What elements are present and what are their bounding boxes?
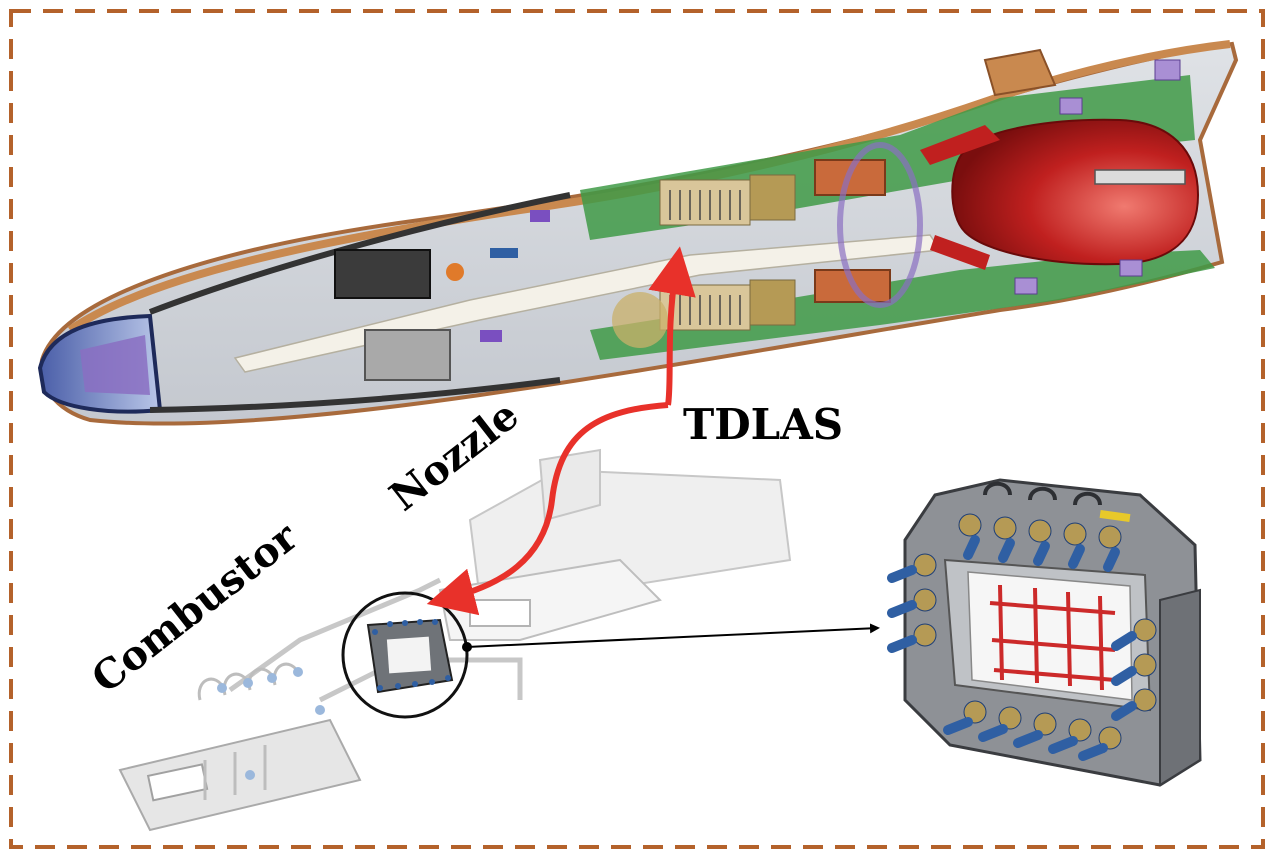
- rear-strut-2: [930, 235, 990, 270]
- window-housing-side: [1159, 588, 1201, 787]
- nose-inner-purple: [80, 335, 150, 395]
- detail-pointer-arrow: [466, 623, 880, 648]
- instrument-rack-lower: [659, 279, 796, 331]
- part-purple-2: [480, 330, 502, 342]
- equipment-box-1: [334, 249, 431, 299]
- optical-window-detail: [887, 478, 1202, 787]
- window-top-clamps: [983, 481, 1102, 506]
- fuel-tank: [951, 118, 1200, 266]
- mount-brackets: [1014, 59, 1181, 295]
- window-bolts-right: [1111, 618, 1157, 721]
- vehicle-fin: [983, 48, 1057, 97]
- rack-pins: [669, 190, 741, 325]
- part-gold-ring: [612, 292, 668, 348]
- part-purple-1: [530, 210, 550, 222]
- mini-window-pane: [386, 636, 432, 674]
- window-bolts-left: [887, 553, 937, 653]
- equipment-box-4: [814, 269, 891, 303]
- equipment-box-2: [364, 329, 451, 381]
- tdlas-to-combustor-arrow: [426, 402, 669, 616]
- window-bolts-top: [958, 513, 1122, 572]
- window-bolts-bottom: [943, 700, 1122, 761]
- dashed-frame: [9, 9, 1265, 849]
- window-yellow-tag: [1099, 509, 1131, 523]
- interior-green-bottom: [590, 250, 1215, 360]
- instrument-rack-upper: [659, 174, 796, 226]
- rig-injector-caps: [217, 667, 325, 780]
- part-orange: [446, 263, 464, 281]
- tdlas-path-arrow: [648, 246, 696, 406]
- label-tdlas: TDLAS: [683, 400, 844, 449]
- forward-skin-edge-lower: [149, 377, 561, 413]
- bulkhead-ring: [837, 142, 923, 308]
- rear-strut: [920, 125, 1000, 165]
- rig-nozzle-upper: [538, 448, 601, 522]
- window-laser-grid: [989, 584, 1116, 691]
- mini-window-bolts: [372, 619, 451, 691]
- magnifier: [341, 591, 472, 719]
- vehicle-cutaway: [37, 40, 1239, 426]
- magnifier-circle: [341, 591, 469, 719]
- rig-feed-block: [118, 718, 362, 832]
- rig-duct-window: [469, 599, 531, 627]
- combustor-rig: [118, 448, 792, 832]
- part-blue-1: [490, 248, 518, 258]
- rig-pipe-2: [318, 657, 523, 703]
